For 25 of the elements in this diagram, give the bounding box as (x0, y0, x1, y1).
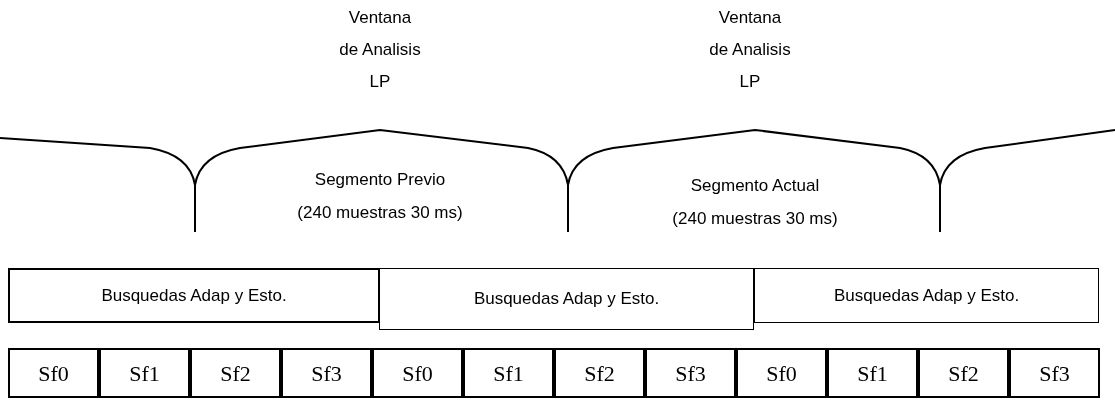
subframe-cell: Sf0 (736, 348, 827, 398)
label-text: de Analisis (339, 39, 421, 61)
subframe-cell: Sf0 (8, 348, 99, 398)
label-text: Ventana (718, 7, 782, 29)
label-text: LP (369, 71, 391, 93)
subframe-cell: Sf1 (827, 348, 918, 398)
subframe-cell: Sf2 (190, 348, 281, 398)
label-text: (240 muestras 30 ms) (297, 202, 463, 224)
subframe-cell: Sf3 (645, 348, 736, 398)
search-block: Busquedas Adap y Esto. (379, 268, 754, 330)
subframe-cell: Sf2 (918, 348, 1009, 398)
subframe-cell: Sf3 (281, 348, 372, 398)
subframe-cell: Sf0 (372, 348, 463, 398)
search-block: Busquedas Adap y Esto. (754, 268, 1099, 323)
label-text: Ventana (348, 7, 412, 29)
search-block: Busquedas Adap y Esto. (8, 268, 380, 323)
label-text: Segmento Actual (690, 175, 820, 197)
label-text: de Analisis (709, 39, 791, 61)
label-text: (240 muestras 30 ms) (672, 208, 838, 230)
subframe-cell: Sf3 (1009, 348, 1100, 398)
subframe-cell: Sf1 (99, 348, 190, 398)
subframe-cell: Sf2 (554, 348, 645, 398)
label-text: LP (739, 71, 761, 93)
label-text: Segmento Previo (314, 169, 446, 191)
subframe-cell: Sf1 (463, 348, 554, 398)
